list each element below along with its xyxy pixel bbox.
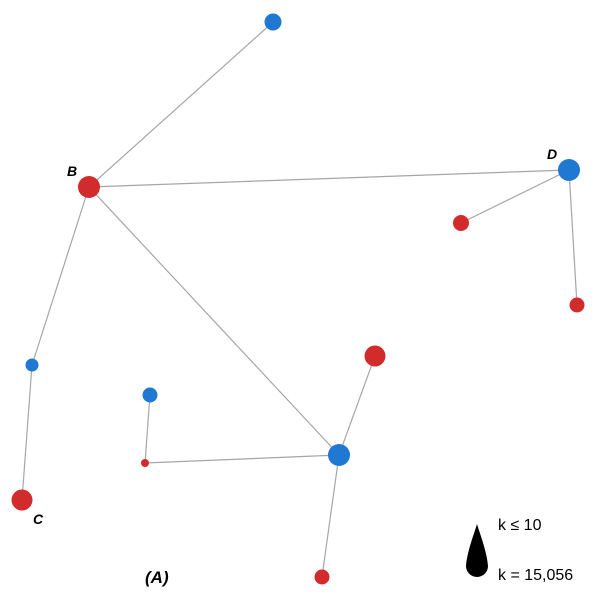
edge-n6-hub: [338, 355, 376, 456]
edges-layer: [21, 21, 578, 578]
legend-max-label: k = 15,056: [498, 567, 573, 584]
node-B: [78, 176, 100, 198]
node-n7: [25, 358, 39, 372]
node-C: [11, 489, 33, 511]
edge-D-n4: [460, 169, 570, 224]
edge-B-D: [88, 169, 570, 188]
node-labels-layer: B D C: [33, 146, 557, 527]
edge-B-n1: [88, 21, 274, 188]
edge-n8-n9: [144, 394, 151, 464]
node-n4: [453, 215, 469, 231]
node-label-C: C: [33, 511, 44, 527]
nodes-layer: [11, 13, 585, 585]
node-label-D: D: [547, 146, 557, 162]
panel-label: (A): [145, 568, 169, 587]
node-n1: [264, 13, 282, 31]
node-hub: [328, 444, 350, 466]
node-n9: [141, 459, 149, 467]
edge-B-n7: [31, 186, 90, 366]
node-D: [558, 159, 580, 181]
node-label-B: B: [67, 163, 77, 179]
node-n5: [569, 297, 585, 313]
edge-D-n5: [568, 169, 578, 306]
node-n6: [364, 345, 386, 367]
edge-n7-C: [21, 364, 33, 501]
edge-hub-n12: [321, 454, 340, 578]
edge-B-hub: [88, 186, 340, 456]
node-n12: [314, 569, 330, 585]
node-n8: [142, 387, 158, 403]
degree-legend: k ≤ 10 k = 15,056: [466, 517, 573, 584]
edge-n9-hub: [144, 454, 340, 464]
legend-min-label: k ≤ 10: [498, 517, 542, 534]
degree-scale-icon: [466, 524, 488, 577]
